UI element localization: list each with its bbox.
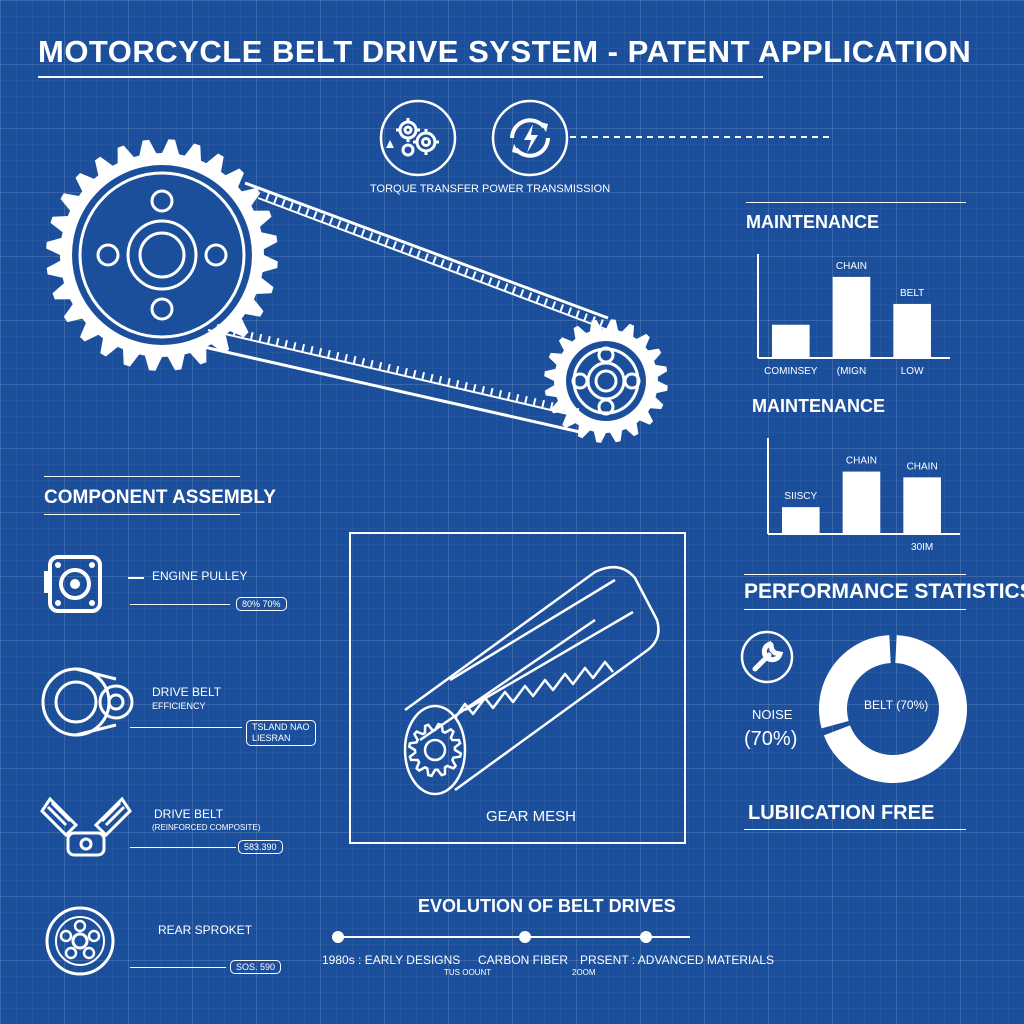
- noise-label: NOISE: [752, 707, 793, 722]
- gears-icon: [379, 99, 457, 177]
- timeline-event-1: 1980s : EARLY DESIGNS: [322, 953, 461, 967]
- timeline-event-2-sub: TUS OOUNT: [444, 968, 492, 977]
- tick-label: (MIGN: [837, 366, 866, 377]
- drive-belt-icon: [41, 667, 134, 737]
- gear-mesh-panel: [349, 532, 686, 844]
- lubrication-free-label: LUBIICATION FREE: [748, 802, 935, 824]
- drive-belt-2-label: DRIVE BELT: [154, 807, 224, 821]
- drive-belt-tag: TSLAND NAO LIESRAN: [246, 720, 316, 746]
- donut-slice-belt: [823, 635, 967, 783]
- rear-sprocket-label: REAR SPROKET: [158, 923, 253, 937]
- bar: [893, 303, 931, 358]
- maintenance-chart-1: COMINSEY CHAIN (MIGN BELT LOW: [757, 254, 950, 377]
- engine-pulley-icon: [44, 555, 102, 613]
- timeline-axis: [332, 931, 690, 943]
- timeline-marker-1: [332, 931, 344, 943]
- maintenance-chart-1-title: MAINTENANCE: [746, 212, 879, 232]
- timeline-title: EVOLUTION OF BELT DRIVES: [418, 896, 676, 916]
- bar: [772, 324, 810, 358]
- drive-belt-sub: EFFICIENCY: [152, 701, 206, 711]
- gear-mesh-illustration: [403, 565, 660, 796]
- timeline-event-3: PRSENT : ADVANCED MATERIALS: [580, 953, 775, 967]
- tick-label: 30IM: [911, 542, 933, 553]
- drive-belt-label: DRIVE BELT: [152, 685, 222, 699]
- drive-belt-2-sub: (REINFORCED COMPOSITE): [152, 823, 261, 832]
- engine-pulley-label: ENGINE PULLEY: [152, 569, 248, 583]
- bar-label: BELT: [900, 288, 924, 299]
- engine-sprocket-gear: [46, 139, 278, 371]
- title-underline: [38, 76, 763, 78]
- bar: [842, 471, 881, 534]
- belt-drive-illustration: [46, 139, 668, 443]
- bar-label: CHAIN: [907, 461, 938, 472]
- bar: [903, 477, 941, 534]
- noise-value: (70%): [744, 728, 798, 750]
- donut-label: BELT (70%): [864, 698, 929, 712]
- donut-slice-other: [819, 635, 891, 729]
- page-title: MOTORCYCLE BELT DRIVE SYSTEM - PATENT AP…: [38, 34, 972, 69]
- rear-sprocket-tag: SOS. 590: [230, 960, 282, 974]
- tick-label: LOW: [901, 366, 924, 377]
- bar-label: SIISCY: [784, 491, 817, 502]
- belt-donut-chart: [819, 635, 967, 783]
- torque-transfer-label: TORQUE TRANSFER: [370, 183, 479, 195]
- drive-belt-2-tag: 583.390: [238, 840, 283, 854]
- performance-title: PERFORMANCE STATISTICS: [744, 580, 1024, 603]
- v-twin-engine-icon: [40, 796, 132, 857]
- component-assembly-title: COMPONENT ASSEMBLY: [44, 487, 276, 508]
- bar-label: CHAIN: [846, 456, 877, 467]
- engine-pulley-tag: 80% 70%: [236, 597, 287, 611]
- bar: [782, 507, 820, 534]
- maintenance-chart-2-title: MAINTENANCE: [752, 396, 885, 416]
- rear-sprocket-gear: [544, 319, 668, 443]
- tick-label: COMINSEY: [764, 366, 818, 377]
- rear-sprocket-icon: [45, 906, 115, 976]
- timeline-marker-2: [519, 931, 531, 943]
- timeline-event-3-sub: 2OOM: [572, 968, 596, 977]
- gear-mesh-label: GEAR MESH: [486, 808, 577, 825]
- bar-label: CHAIN: [836, 261, 867, 272]
- timeline-event-2: CARBON FIBER: [478, 953, 569, 967]
- maintenance-chart-2: SIISCY CHAIN CHAIN 30IM: [767, 438, 960, 553]
- wrench-icon: [740, 630, 794, 684]
- bar: [832, 276, 871, 358]
- power-cycle-icon: [491, 99, 569, 177]
- timeline-marker-3: [640, 931, 652, 943]
- power-transmission-label: POWER TRANSMISSION: [482, 183, 611, 195]
